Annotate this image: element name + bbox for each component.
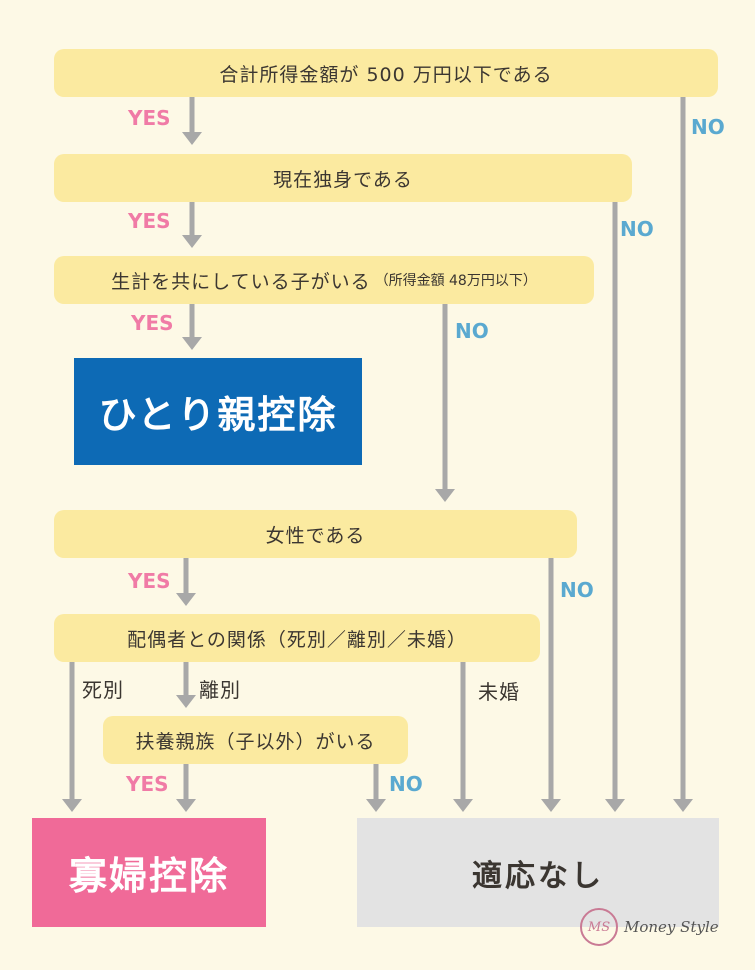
arrow-dependent-no (435, 304, 455, 502)
logo-mark-icon: MS (580, 908, 618, 946)
condition-dependent: 生計を共にしている子がいる（所得金額 48万円以下） (54, 256, 594, 304)
arrow-relatives-no (366, 764, 386, 812)
condition-single-text: 現在独身である (273, 168, 413, 191)
arrow-female-yes (176, 558, 196, 606)
arrow-unmarried (453, 662, 473, 812)
condition-relatives: 扶養親族（子以外）がいる (103, 716, 408, 764)
branch-label-unmarried: 未婚 (478, 680, 520, 704)
arrow-income-yes (182, 97, 202, 145)
arrow-divorce (176, 662, 196, 708)
arrow-single-yes (182, 202, 202, 248)
arrow-income-no (673, 97, 693, 812)
no-label-income: NO (691, 115, 725, 139)
arrow-dependent-yes (182, 304, 202, 350)
condition-female: 女性である (54, 510, 577, 558)
condition-relation: 配偶者との関係（死別／離別／未婚） (54, 614, 540, 662)
no-label-single: NO (620, 217, 654, 241)
no-label-female: NO (560, 578, 594, 602)
yes-label-female: YES (128, 569, 171, 593)
result-none-text: 適応なし (472, 858, 604, 894)
no-label-relatives: NO (389, 772, 423, 796)
result-widow: 寡婦控除 (32, 818, 266, 927)
condition-income-text: 合計所得金額が 500 万円以下である (219, 63, 553, 86)
arrow-single-no (605, 202, 625, 812)
arrow-relatives-yes (176, 764, 196, 812)
branch-label-death: 死別 (82, 678, 124, 702)
yes-label-dependent: YES (131, 311, 174, 335)
condition-dependent-text: 生計を共にしている子がいる (111, 270, 371, 293)
yes-label-relatives: YES (126, 772, 169, 796)
yes-label-single: YES (128, 209, 171, 233)
condition-dependent-note: （所得金額 48万円以下） (374, 273, 537, 289)
brand-logo: MS Money Style (580, 908, 719, 946)
arrow-death (62, 662, 82, 812)
logo-mark-text: MS (587, 919, 611, 935)
condition-income: 合計所得金額が 500 万円以下である (54, 49, 718, 97)
condition-single: 現在独身である (54, 154, 632, 202)
yes-label-income: YES (128, 106, 171, 130)
no-label-dependent: NO (455, 319, 489, 343)
result-single-parent: ひとり親控除 (74, 358, 362, 465)
branch-label-divorce: 離別 (199, 678, 241, 702)
logo-text: Money Style (624, 918, 719, 936)
arrow-female-no (541, 558, 561, 812)
condition-female-text: 女性である (265, 524, 366, 547)
result-none: 適応なし (357, 818, 719, 927)
result-single-parent-text: ひとり親控除 (98, 393, 338, 437)
condition-relation-text: 配偶者との関係（死別／離別／未婚） (127, 628, 467, 651)
result-widow-text: 寡婦控除 (68, 854, 229, 898)
condition-relatives-text: 扶養親族（子以外）がいる (135, 730, 376, 753)
